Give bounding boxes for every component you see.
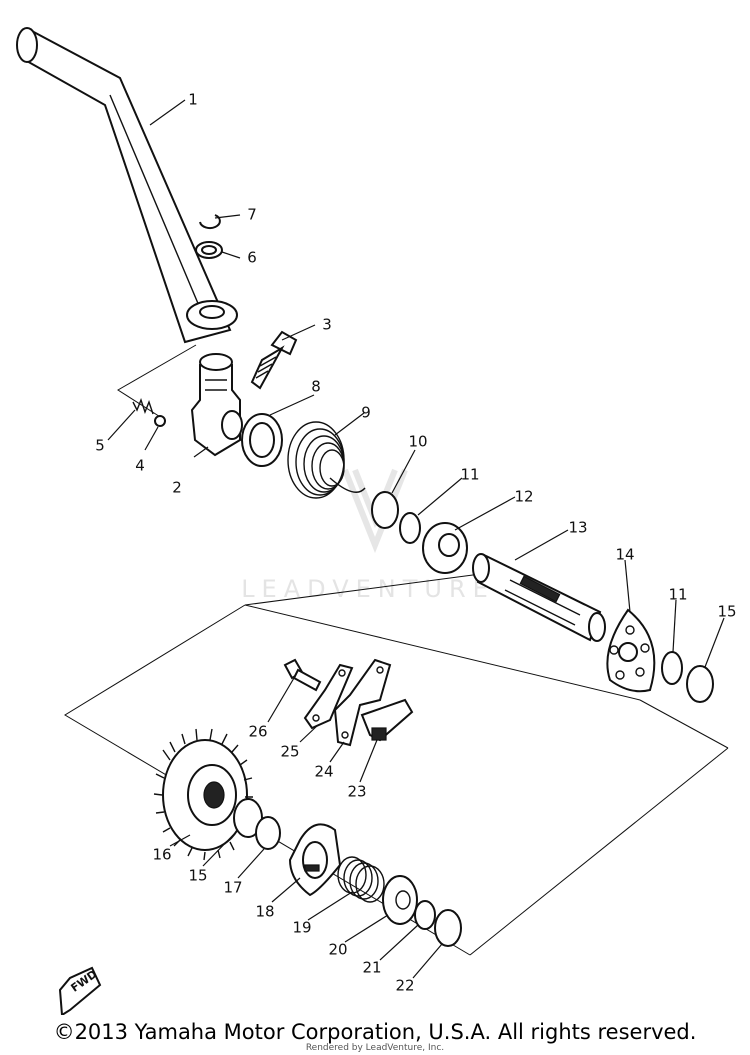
callout-11-lower: 11 — [668, 586, 687, 604]
callout-15-upper: 15 — [717, 603, 736, 621]
callout-15-lower: 15 — [188, 867, 207, 885]
part-7-circlip[interactable] — [199, 214, 221, 229]
part-23-stopper[interactable] — [360, 698, 414, 742]
part-4-ball[interactable] — [154, 415, 166, 427]
part-19-ratchet-spring[interactable] — [337, 856, 385, 903]
callout-22: 22 — [395, 977, 414, 995]
part-24-ratchet-guide[interactable] — [333, 658, 392, 747]
callout-19: 19 — [292, 919, 311, 937]
part-26-bolt[interactable] — [283, 658, 322, 692]
callout-1: 1 — [188, 91, 198, 109]
callout-25: 25 — [280, 743, 299, 761]
callout-18: 18 — [255, 903, 274, 921]
assembly-guide-lines — [64, 344, 729, 956]
part-6-washer[interactable] — [195, 241, 223, 259]
callout-6: 6 — [247, 249, 257, 267]
callout-21: 21 — [362, 959, 381, 977]
part-1-kick-crank[interactable] — [16, 27, 238, 344]
part-11-circlip-upper[interactable] — [399, 512, 421, 544]
part-13-kick-axle[interactable] — [472, 553, 606, 642]
callout-11-upper: 11 — [460, 466, 479, 484]
callout-3: 3 — [322, 316, 332, 334]
callout-4: 4 — [135, 457, 145, 475]
callout-8: 8 — [311, 378, 321, 396]
part-15-washer-upper[interactable] — [686, 665, 714, 703]
callout-24: 24 — [314, 763, 333, 781]
callout-2: 2 — [172, 479, 182, 497]
part-2-kick-boss[interactable] — [190, 353, 243, 457]
part-25-plate[interactable] — [303, 663, 354, 730]
callout-16: 16 — [152, 846, 171, 864]
part-9-kick-spring[interactable] — [287, 421, 366, 499]
callout-26: 26 — [248, 723, 267, 741]
part-3-bolt[interactable] — [250, 330, 298, 390]
callout-20: 20 — [328, 941, 347, 959]
part-22-washer[interactable] — [434, 909, 462, 947]
part-14-plate[interactable] — [606, 608, 656, 693]
rendered-by-credit: Rendered by LeadVenture, Inc. — [305, 1043, 445, 1053]
callout-7: 7 — [247, 206, 257, 224]
part-11-circlip-lower[interactable] — [661, 651, 683, 685]
part-8-oil-seal[interactable] — [241, 413, 283, 467]
callout-23: 23 — [347, 783, 366, 801]
part-18-ratchet-wheel[interactable] — [288, 823, 342, 897]
callout-13: 13 — [568, 519, 587, 537]
part-10-washer[interactable] — [371, 491, 399, 529]
part-17-circlip[interactable] — [255, 816, 281, 850]
part-21-circlip[interactable] — [414, 900, 436, 930]
callout-12: 12 — [514, 488, 533, 506]
copyright-notice: ©2013 Yamaha Motor Corporation, U.S.A. A… — [53, 1020, 697, 1044]
part-16-kick-gear[interactable] — [153, 728, 253, 861]
part-20-washer[interactable] — [382, 875, 418, 925]
callout-10: 10 — [408, 433, 427, 451]
part-12-spring-guide[interactable] — [422, 522, 468, 574]
part-5-spring[interactable] — [132, 397, 154, 415]
callout-labels: 1 2 3 4 5 6 7 8 9 10 11 12 13 14 11 15 2… — [95, 91, 736, 995]
callout-leaders — [107, 99, 725, 979]
callout-5: 5 — [95, 437, 105, 455]
fwd-arrow-icon: FWD — [58, 966, 102, 1015]
callout-9: 9 — [361, 404, 371, 422]
exploded-view-diagram: LEADVENTURE — [16, 27, 737, 1015]
callout-14: 14 — [615, 546, 634, 564]
callout-17: 17 — [223, 879, 242, 897]
